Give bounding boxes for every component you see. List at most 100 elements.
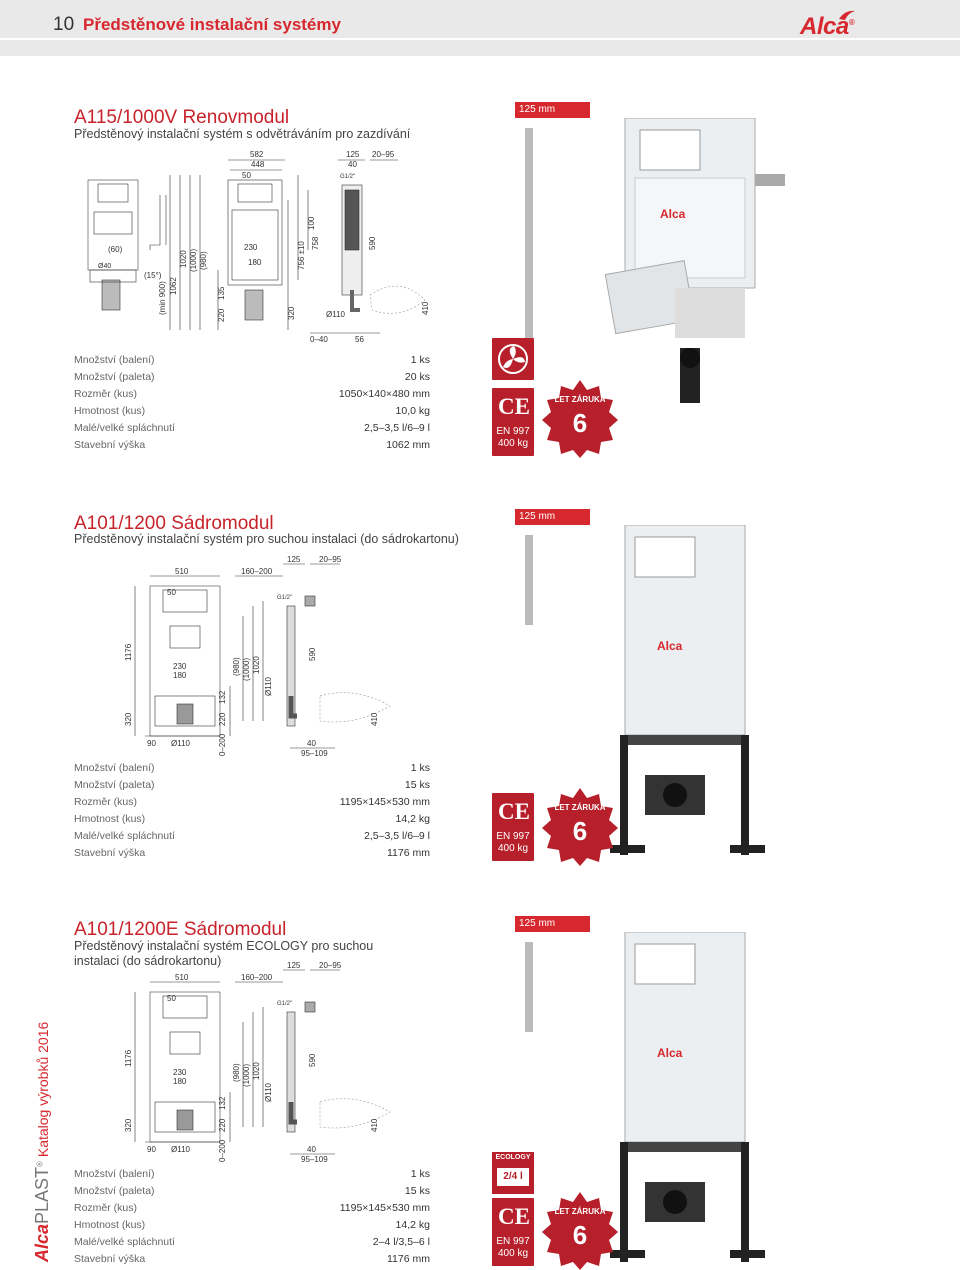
spec-value: 14,2 kg — [395, 1219, 430, 1231]
spec-value: 15 ks — [404, 1185, 430, 1197]
header-divider — [0, 38, 960, 40]
spec-label: Hmotnost (kus) — [74, 813, 146, 825]
dim-text: 50 — [167, 994, 176, 1003]
warranty-text: LET ZÁRUKA — [554, 803, 605, 812]
dim-text: 220 — [217, 308, 226, 322]
spec-label: Hmotnost (kus) — [74, 1219, 146, 1231]
product-photo-sadromodul-ecology: Alca — [525, 932, 765, 1262]
dim-text: 410 — [421, 301, 430, 315]
logo-registered-mark: ® — [848, 18, 855, 27]
spec-label: Rozměr (kus) — [74, 388, 138, 400]
wall-depth-label: 125 mm — [519, 918, 556, 929]
ce-standard: EN 997 — [496, 1236, 530, 1247]
ecology-badge: ECOLOGY 2/4 l — [492, 1152, 534, 1194]
dim-text: 320 — [124, 712, 133, 726]
spec-label: Množství (balení) — [74, 762, 155, 774]
dim-text: 90 — [147, 739, 156, 748]
dim-text: 1020 — [252, 1062, 261, 1080]
dim-text: 100 — [307, 216, 316, 230]
ce-load: 400 kg — [497, 843, 529, 854]
dim-text: 230 — [173, 1068, 187, 1077]
dim-text: 320 — [287, 306, 296, 320]
dim-text: 20–95 — [319, 556, 342, 564]
ce-badge: CE EN 997 400 kg — [492, 793, 534, 861]
side-brand-reg: ® — [35, 1161, 45, 1167]
warranty-years: 6 — [573, 1220, 587, 1250]
dim-text: 160–200 — [241, 567, 273, 576]
spec-row: Hmotnost (kus) 14,2 kg — [74, 1219, 430, 1236]
spec-row: Množství (balení)1 ks — [74, 762, 430, 779]
spec-value: 20 ks — [404, 371, 430, 383]
dimension-bar — [515, 916, 590, 932]
spec-row: Malé/velké spláchnutí 2–4 l/3,5–6 l — [74, 1236, 430, 1253]
warranty-years: 6 — [573, 816, 587, 846]
ce-load: 400 kg — [497, 1248, 529, 1259]
dim-text: 95–109 — [301, 749, 328, 758]
spec-label: Množství (paleta) — [74, 371, 155, 383]
page-header — [0, 0, 960, 56]
dim-text: 220 — [218, 712, 227, 726]
dim-text: 410 — [370, 712, 379, 726]
spec-value: 1050×140×480 mm — [338, 388, 430, 400]
dim-text: (60) — [108, 245, 123, 254]
spec-row: Množství (paleta)15 ks — [74, 1185, 430, 1202]
dim-text: 230 — [173, 662, 187, 671]
spec-value: 2,5–3,5 l/6–9 l — [364, 422, 430, 434]
dim-text: 50 — [242, 171, 251, 180]
spec-row: Rozměr (kus) 1195×145×530 mm — [74, 796, 430, 813]
logo-bird-icon — [839, 10, 855, 20]
dim-text: (980) — [199, 251, 208, 270]
dim-text: 95–109 — [301, 1155, 328, 1164]
spec-row: Hmotnost (kus) 10,0 kg — [74, 405, 430, 422]
ecology-value: 2/4 l — [497, 1168, 529, 1186]
dim-text: 50 — [167, 588, 176, 597]
spec-label: Malé/velké spláchnutí — [74, 1236, 175, 1248]
spec-label: Hmotnost (kus) — [74, 405, 146, 417]
spec-value: 1 ks — [410, 354, 430, 366]
spec-label: Množství (balení) — [74, 1168, 155, 1180]
ce-badge: CE EN 997 400 kg — [492, 388, 534, 456]
page-number: 10 — [53, 14, 75, 35]
dimension-bar — [515, 509, 590, 525]
page-title: Předstěnové instalační systémy — [83, 15, 341, 34]
ventilation-badge — [492, 338, 534, 380]
spec-value: 1195×145×530 mm — [339, 796, 430, 808]
spec-label: Rozměr (kus) — [74, 1202, 138, 1214]
warranty-text: LET ZÁRUKA — [554, 1207, 605, 1216]
wall-depth-label: 125 mm — [519, 104, 556, 115]
dim-text: 125 — [287, 962, 301, 970]
dim-text: 125 — [346, 150, 360, 159]
spec-label: Stavební výška — [74, 847, 146, 859]
product-title: A101/1200E Sádromodul — [74, 919, 287, 940]
spec-value: 10,0 kg — [395, 405, 430, 417]
dim-text: 40 — [307, 739, 316, 748]
dim-text: G1/2" — [277, 1001, 292, 1007]
spec-row: Množství (balení)1 ks — [74, 1168, 430, 1185]
dim-text: 40 — [348, 160, 357, 169]
ce-standard: EN 997 — [496, 426, 530, 437]
dim-text: 1062 — [169, 277, 178, 295]
dim-text: (15°) — [144, 271, 162, 280]
dim-text: 160–200 — [241, 973, 273, 982]
dim-text: Ø110 — [264, 1082, 273, 1102]
dim-text: 20–95 — [372, 150, 395, 159]
technical-drawing-sadromodul: 510 50 160–200 125 20–95 G1/2" 230 180 9… — [124, 556, 391, 758]
side-brand-alca: Alca — [32, 1223, 52, 1262]
dim-text: Ø40 — [98, 263, 111, 270]
dim-text: 510 — [175, 567, 189, 576]
spec-label: Stavební výška — [74, 439, 146, 451]
product-subtitle: Předstěnový instalační systém pro suchou… — [74, 532, 459, 546]
spec-label: Stavební výška — [74, 1253, 146, 1265]
spec-row: Rozměr (kus) 1050×140×480 mm — [74, 388, 430, 405]
dim-text: 20–95 — [319, 962, 342, 970]
dim-text: 230 — [244, 243, 258, 252]
dim-text: (980) — [232, 1063, 241, 1082]
warranty-text: LET ZÁRUKA — [554, 395, 605, 404]
catalog-side-label: AlcaPLAST® Katalog výrobků 2016 — [32, 1022, 53, 1262]
ce-icon: CE — [498, 394, 530, 419]
spec-label: Rozměr (kus) — [74, 796, 138, 808]
spec-row: Rozměr (kus)1195×145×530 mm — [74, 1202, 430, 1219]
spec-value: 2–4 l/3,5–6 l — [372, 1236, 430, 1248]
dim-text: 758 — [311, 236, 320, 250]
dim-text: 135 — [217, 286, 226, 300]
